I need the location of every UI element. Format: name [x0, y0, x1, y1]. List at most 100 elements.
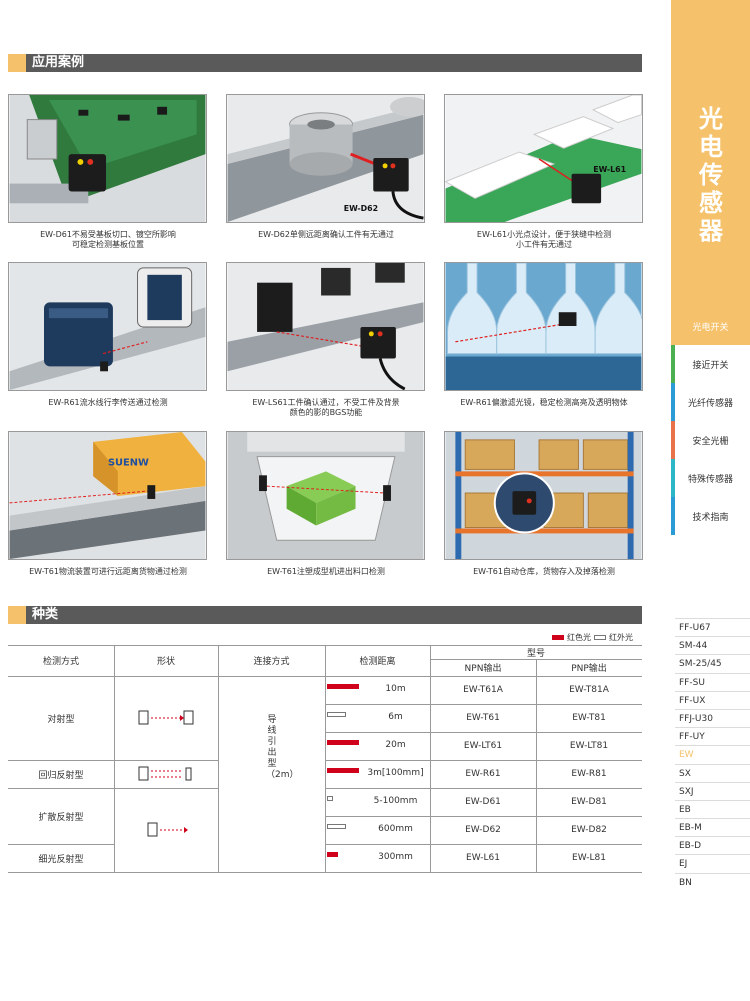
- legend-ir-swatch: [594, 635, 606, 640]
- table-line: [218, 645, 219, 873]
- model-pnp[interactable]: EW-T81: [572, 713, 606, 723]
- series-list: FF-U67 SM-44 SM-25/45 FF-SU FF-UX FFJ-U3…: [675, 618, 750, 891]
- model-pnp[interactable]: EW-D81: [571, 797, 607, 807]
- rail-cat-label: 光纤传感器: [687, 398, 733, 409]
- series-item[interactable]: EB: [675, 799, 750, 818]
- rail-cat-label: 接近开关: [692, 360, 729, 371]
- distance-value: 3m[100mm]: [367, 768, 424, 778]
- table-line: [8, 788, 218, 789]
- model-npn[interactable]: EW-T61A: [463, 685, 503, 695]
- model-pnp[interactable]: EW-D82: [571, 825, 607, 835]
- distance-value: 300mm: [378, 852, 413, 862]
- table-line: [325, 645, 326, 873]
- connection-label: 导线引出型（2m）: [266, 715, 299, 780]
- model-npn[interactable]: EW-LT61: [463, 741, 503, 751]
- series-item[interactable]: FF-U67: [675, 618, 750, 636]
- section-header-types: 种类: [8, 606, 642, 624]
- rail-cat-bar: [671, 421, 675, 459]
- distance-value: 10m: [385, 684, 406, 694]
- series-item[interactable]: EJ: [675, 854, 750, 872]
- app-caption: EW-T61物流装置可进行远距离货物通过检测: [29, 567, 187, 576]
- group-retroreflective: 回归反射型: [38, 770, 84, 781]
- table-line: [325, 844, 642, 845]
- series-item[interactable]: EB-D: [675, 836, 750, 854]
- app-image-logistics: SUENW: [8, 431, 207, 560]
- model-pnp[interactable]: EW-L81: [572, 853, 606, 863]
- app-image-bottles: [444, 262, 643, 391]
- series-item[interactable]: BN: [675, 872, 750, 891]
- distance-value: 20m: [385, 740, 406, 750]
- header-shape: 形状: [156, 657, 175, 667]
- rail-cat-safety[interactable]: 安全光栅: [671, 421, 750, 459]
- series-item[interactable]: FF-UY: [675, 727, 750, 745]
- distance-value: 600mm: [378, 824, 413, 834]
- app-image-pcb: [8, 94, 207, 223]
- table-line: [325, 816, 642, 817]
- model-npn[interactable]: EW-L61: [466, 853, 500, 863]
- retroreflective-icon: [114, 760, 218, 788]
- rail-title: 光电传感器: [699, 105, 723, 245]
- model-pnp[interactable]: EW-T81A: [569, 685, 609, 695]
- table-line: [430, 645, 431, 873]
- bottles-illustration: [445, 263, 642, 390]
- type-table: 检测方式 形状 连接方式 检测距离 型号 NPN输出 PNP输出 对射型 回归反…: [8, 645, 642, 873]
- red-light-bar: [327, 740, 359, 745]
- rail-cat-label: 特殊传感器: [687, 474, 733, 485]
- box-logo: SUENW: [108, 457, 149, 468]
- series-item[interactable]: FF-UX: [675, 690, 750, 709]
- rail-cat-label: 安全光栅: [692, 436, 729, 447]
- group-diffuse: 扩散反射型: [38, 812, 84, 823]
- ir-light-bar: [327, 824, 346, 829]
- series-item[interactable]: SM-44: [675, 636, 750, 654]
- rail-cat-bar: [671, 345, 675, 383]
- section-accent: [8, 606, 26, 624]
- light-legend: 红色光 红外光: [552, 632, 633, 643]
- app-caption: EW-T61自动仓库，货物存入及掉落检测: [473, 567, 615, 576]
- header-connection: 连接方式: [253, 657, 290, 667]
- model-pnp[interactable]: EW-LT81: [569, 741, 609, 751]
- model-npn[interactable]: EW-D62: [465, 825, 501, 835]
- logistics-illustration: SUENW: [9, 432, 206, 559]
- header-npn: NPN输出: [464, 664, 502, 674]
- table-line: [325, 704, 642, 705]
- pcb-illustration: [9, 95, 206, 222]
- rail-cat-label: 光电开关: [692, 322, 729, 333]
- legend-ir-label: 红外光: [609, 633, 633, 642]
- header-distance: 检测距离: [359, 657, 396, 667]
- product-label: EW-D62: [344, 204, 378, 213]
- ir-light-bar: [327, 712, 346, 717]
- table-line: [536, 659, 537, 873]
- red-light-bar: [327, 852, 338, 857]
- model-npn[interactable]: EW-R61: [465, 769, 501, 779]
- table-line: [325, 732, 642, 733]
- app-image-luggage: [8, 262, 207, 391]
- cylinder-illustration: EW-D62: [227, 95, 424, 222]
- rail-cat-proximity[interactable]: 接近开关: [671, 345, 750, 383]
- header-method: 检测方式: [42, 657, 79, 667]
- section-title: 种类: [32, 607, 59, 622]
- model-npn[interactable]: EW-T61: [466, 713, 500, 723]
- series-item-active[interactable]: EW: [675, 745, 750, 763]
- rail-cat-guide[interactable]: 技术指南: [671, 497, 750, 535]
- app-caption: EW-D61不易受基板切口、镀空所影响可稳定检测基板位置: [40, 230, 176, 249]
- app-image-molding: [226, 431, 425, 560]
- app-caption: EW-L61小光点设计，便于狭缝中检测小工件有无通过: [476, 230, 612, 249]
- rail-cat-special[interactable]: 特殊传感器: [671, 459, 750, 497]
- series-item[interactable]: FFJ-U30: [675, 708, 750, 727]
- app-image-cylinder: EW-D62: [226, 94, 425, 223]
- series-item[interactable]: EB-M: [675, 818, 750, 836]
- series-item[interactable]: SM-25/45: [675, 654, 750, 672]
- app-caption: EW-LS61工件确认通过，不受工件及背景颜色的影的BGS功能: [252, 398, 400, 417]
- model-pnp[interactable]: EW-R81: [571, 769, 607, 779]
- model-npn[interactable]: EW-D61: [465, 797, 501, 807]
- header-pnp: PNP输出: [571, 664, 607, 674]
- table-line: [8, 844, 114, 845]
- rail-cat-fiber[interactable]: 光纤传感器: [671, 383, 750, 421]
- rail-cat-photoelectric[interactable]: 光电开关: [671, 307, 750, 345]
- series-item[interactable]: FF-SU: [675, 672, 750, 691]
- legend-red-swatch: [552, 635, 564, 640]
- product-label: EW-L61: [593, 165, 626, 174]
- series-item[interactable]: SXJ: [675, 781, 750, 800]
- legend-red-label: 红色光: [567, 633, 591, 642]
- series-item[interactable]: SX: [675, 763, 750, 782]
